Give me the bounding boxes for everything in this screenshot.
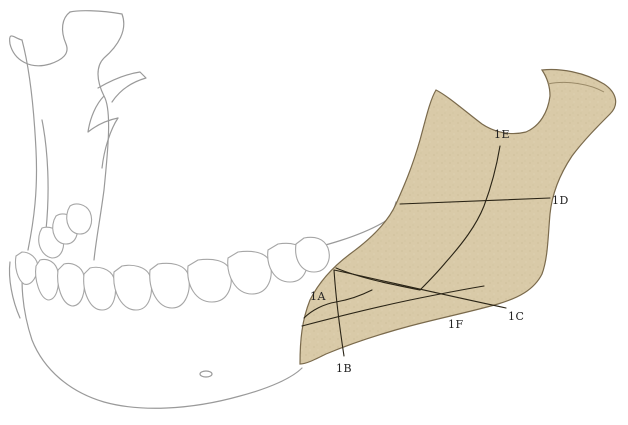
label-1d: 1D xyxy=(552,194,569,207)
tooth xyxy=(36,260,59,301)
tooth xyxy=(188,259,231,302)
left-condyle-outline xyxy=(10,12,70,66)
tooth xyxy=(58,264,85,307)
label-1b: 1B xyxy=(336,362,352,375)
teeth-row xyxy=(15,204,329,310)
label-1a: 1A xyxy=(310,290,326,303)
tooth xyxy=(150,263,189,308)
tooth xyxy=(228,251,271,294)
maxilla-process-3 xyxy=(102,118,118,168)
tooth xyxy=(84,267,116,310)
label-1f: 1F xyxy=(448,318,464,331)
label-1c: 1C xyxy=(508,310,524,323)
tooth xyxy=(114,265,152,310)
mental-foramen xyxy=(200,371,212,377)
label-1e: 1E xyxy=(494,128,510,141)
left-ramus-inner-2 xyxy=(42,120,48,230)
tooth xyxy=(15,252,38,284)
tooth xyxy=(67,204,92,234)
left-ramus-inner xyxy=(22,40,37,250)
